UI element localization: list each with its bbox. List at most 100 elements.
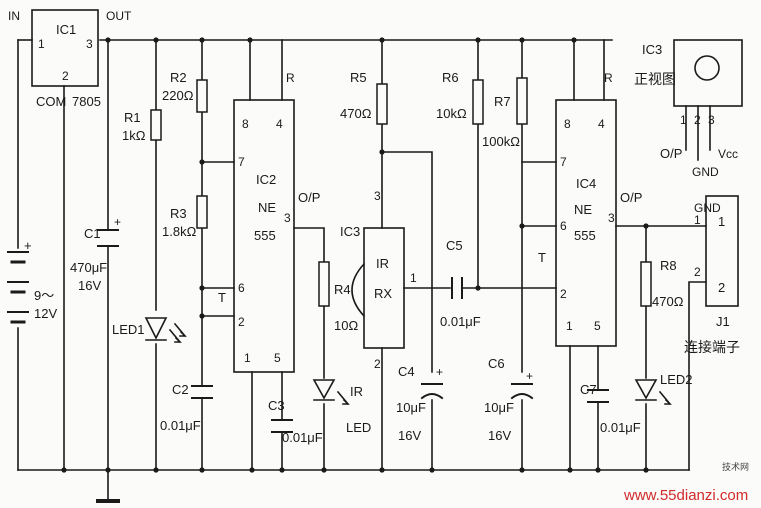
r4-value: 10Ω — [334, 318, 358, 333]
led1-symbol — [144, 317, 187, 344]
c2-value: 0.01μF — [160, 418, 201, 433]
r5-resistor — [376, 83, 388, 125]
c5-value: 0.01μF — [440, 314, 481, 329]
r4-name: R4 — [334, 282, 351, 297]
r8-value: 470Ω — [652, 294, 684, 309]
ic3-front-leads — [685, 105, 711, 161]
r3-resistor — [196, 195, 208, 229]
ic4-pin1: 1 — [566, 319, 573, 333]
ic3-rx-ir: IR — [376, 256, 389, 271]
ic2-output-label: O/P — [298, 190, 320, 205]
c4-plate-curved — [420, 393, 444, 400]
r2-resistor — [196, 79, 208, 113]
ic3-front-name: IC3 — [642, 42, 662, 57]
c2-plates — [191, 385, 213, 399]
led1-name: LED1 — [112, 322, 145, 337]
r1-name: R1 — [124, 110, 141, 125]
ic1-regulator — [31, 9, 99, 87]
c6-cap: 10μF — [484, 400, 514, 415]
ic3-front-pin1: 1 — [680, 113, 687, 127]
c1-plus: + — [114, 215, 121, 229]
watermark-small: 技术网 — [722, 461, 749, 472]
ic4-pin6: 6 — [560, 219, 567, 233]
r5-c4-link — [381, 151, 433, 471]
c6-volt: 16V — [488, 428, 511, 443]
irled-label-2: LED — [346, 420, 371, 435]
c1-plates — [97, 229, 119, 247]
r5-value: 470Ω — [340, 106, 372, 121]
watermark-site: www.55dianzi.com — [623, 487, 748, 504]
r6-name: R6 — [442, 70, 459, 85]
ic2-pin3: 3 — [284, 211, 291, 225]
r1-value: 1kΩ — [122, 128, 146, 143]
ic3-front-gnd: GND — [692, 165, 719, 179]
ic1-pin3: 3 — [86, 37, 93, 51]
c5-name: C5 — [446, 238, 463, 253]
ic3-lens — [351, 262, 366, 318]
ic4-pin5: 5 — [594, 319, 601, 333]
ic2-reset-label: R — [286, 71, 295, 85]
ic2-ne: NE — [258, 200, 276, 215]
c1-cap: 470μF — [70, 260, 107, 275]
j1-pin2-wire — [688, 281, 707, 471]
j1-pin2-inner: 2 — [718, 280, 725, 295]
ic2-pin2: 2 — [238, 315, 245, 329]
c6-name: C6 — [488, 356, 505, 371]
led2-symbol — [634, 379, 672, 406]
c1-volt: 16V — [78, 278, 101, 293]
battery-voltage-1: 9～ — [34, 288, 54, 303]
ic3-front-output: O/P — [660, 146, 682, 161]
ic3-front-vcc: Vcc — [718, 147, 738, 161]
ic2-pin1: 1 — [244, 351, 251, 365]
ic3-front-lens — [694, 55, 720, 81]
r8-resistor — [640, 261, 652, 307]
ic2-pin4: 4 — [276, 117, 283, 131]
c7-plates — [587, 389, 609, 403]
r7-name: R7 — [494, 94, 511, 109]
timing-t-right: T — [538, 250, 546, 265]
j1-pin1-inner: 1 — [718, 214, 725, 229]
ic2-out-wire — [293, 227, 325, 471]
r7-resistor — [516, 77, 528, 125]
j1-name: J1 — [716, 314, 730, 329]
c5-plates — [451, 277, 463, 299]
j1-gnd-label: GND — [694, 201, 721, 215]
ic4-pin4: 4 — [598, 117, 605, 131]
ic2-555: 555 — [254, 228, 276, 243]
ic1-out-label: OUT — [106, 9, 132, 23]
ic2-pin8: 8 — [242, 117, 249, 131]
r4-resistor — [318, 261, 330, 307]
j1-description: 连接端子 — [684, 339, 740, 355]
r1-resistor — [150, 109, 162, 141]
c4-name: C4 — [398, 364, 415, 379]
battery-cells — [7, 251, 29, 324]
ic1-pin2: 2 — [62, 69, 69, 83]
ic3-front-view-label: 正视图 — [634, 71, 676, 87]
r7-value: 100kΩ — [482, 134, 520, 149]
ic4-ne: NE — [574, 202, 592, 217]
c1-name: C1 — [84, 226, 101, 241]
ic4-name: IC4 — [576, 176, 596, 191]
r8-name: R8 — [660, 258, 677, 273]
ic4-reset-label: R — [604, 71, 613, 85]
c4-volt: 16V — [398, 428, 421, 443]
timing-t-left: T — [218, 290, 226, 305]
ic4-pin8: 8 — [564, 117, 571, 131]
c3-value: 0.01μF — [282, 430, 323, 445]
c7-name: C7 — [580, 382, 597, 397]
ic2-pin6: 6 — [238, 281, 245, 295]
ic1-part: 7805 — [72, 94, 101, 109]
junctions — [61, 37, 649, 473]
r6-resistor — [472, 79, 484, 125]
ic2-pin7: 7 — [238, 155, 245, 169]
ic3-rx-pin2: 2 — [374, 357, 381, 371]
r6-value: 10kΩ — [436, 106, 467, 121]
ic2-name: IC2 — [256, 172, 276, 187]
ic4-pin3: 3 — [608, 211, 615, 225]
ic4-ne555 — [555, 99, 617, 347]
ic3-front-view — [673, 39, 743, 107]
c3-plates — [271, 419, 293, 433]
r3-value: 1.8kΩ — [162, 224, 197, 239]
